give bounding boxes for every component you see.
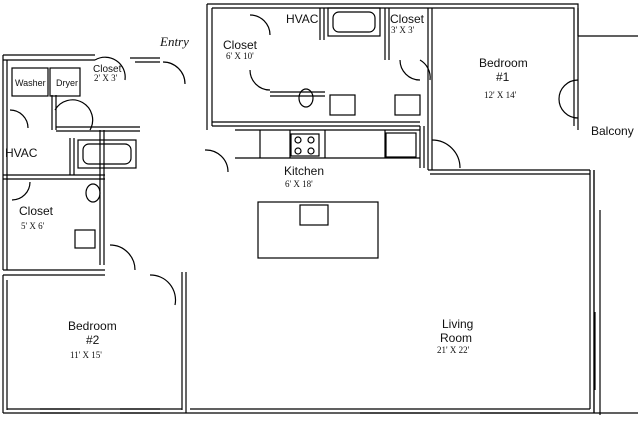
bedroom1-dim: 12' X 14'	[484, 90, 517, 100]
closet-top-right-label: Closet	[390, 12, 425, 26]
hvac-left-label: HVAC	[5, 146, 38, 160]
closet-left-dim: 5' X 6'	[21, 221, 45, 231]
closet-laundry-dim: 2' X 3'	[94, 73, 118, 83]
living-room-name2: Room	[440, 331, 472, 345]
washer-label: Washer	[15, 78, 46, 88]
balcony-label: Balcony	[591, 124, 634, 138]
closet-entry-dim: 6' X 10'	[226, 51, 254, 61]
kitchen-dim: 6' X 18'	[285, 179, 313, 189]
dryer-label: Dryer	[56, 78, 78, 88]
kitchen-name: Kitchen	[284, 164, 324, 178]
closet-left-label: Closet	[19, 204, 54, 218]
walls	[2, 3, 638, 415]
hvac-top-label: HVAC	[286, 12, 319, 26]
closet-top-right-dim: 3' X 3'	[391, 25, 415, 35]
entry-label: Entry	[159, 34, 189, 49]
bedroom2-number: #2	[86, 333, 100, 347]
bedroom1-number: #1	[496, 70, 510, 84]
closet-entry-label: Closet	[223, 38, 258, 52]
closet-laundry-label: Closet	[93, 64, 122, 75]
bedroom2-dim: 11' X 15'	[70, 350, 102, 360]
living-room-name: Living	[442, 317, 473, 331]
bedroom1-name: Bedroom	[479, 56, 528, 70]
bedroom2-name: Bedroom	[68, 319, 117, 333]
living-room-dim: 21' X 22'	[437, 345, 470, 355]
